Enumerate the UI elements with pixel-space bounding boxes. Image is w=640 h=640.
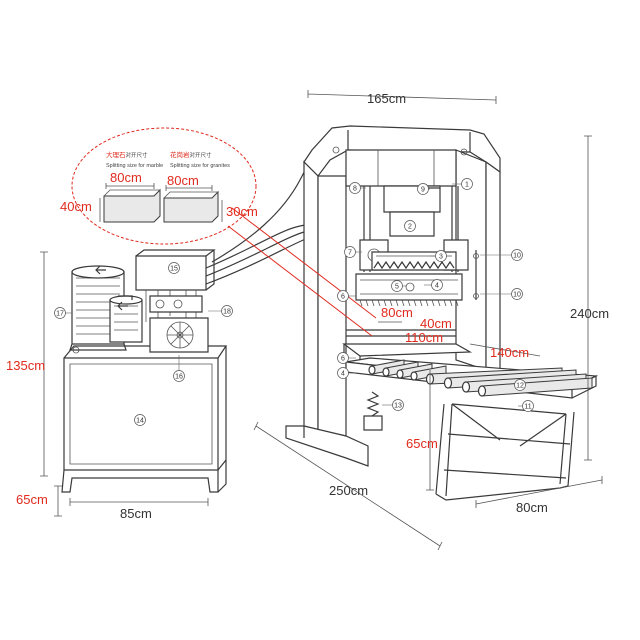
- dim-blade-width: 80cm: [381, 305, 413, 320]
- roller-table: [342, 343, 599, 501]
- granite-label: 花岗岩对开尺寸: [170, 150, 212, 159]
- part-circle: [514, 379, 526, 391]
- part-marker-18: 18: [208, 305, 233, 317]
- part-marker-11: 11: [518, 400, 534, 412]
- splitting-size-callout: 大理石对开尺寸 Splitting size for marble 花岗岩对开尺…: [60, 127, 377, 337]
- part-number: 8: [353, 186, 357, 193]
- part-circle: [431, 279, 443, 291]
- part-number: 18: [223, 309, 231, 316]
- granite-height: 30cm: [226, 204, 258, 219]
- part-circle: [417, 183, 429, 195]
- part-circle: [337, 367, 349, 379]
- part-number: 15: [170, 266, 178, 273]
- part-circle: [168, 262, 180, 274]
- part-marker-13: 13: [382, 399, 404, 411]
- part-number: 4: [341, 371, 345, 378]
- dim-blade-gap: 40cm: [420, 316, 452, 331]
- part-number: 10: [513, 253, 521, 260]
- part-circle: [134, 414, 146, 426]
- part-number: 6: [341, 294, 345, 301]
- part-marker-10: 10: [480, 288, 523, 300]
- part-marker-10: 10: [480, 249, 523, 261]
- dim-table-length: 140cm: [490, 345, 529, 360]
- part-marker-1: 1: [452, 178, 473, 190]
- dimension-lines: [40, 90, 603, 551]
- part-number: 13: [394, 403, 402, 410]
- part-marker-9: 9: [417, 183, 430, 195]
- part-number: 11: [524, 404, 531, 411]
- part-circle: [522, 400, 534, 412]
- part-circle: [391, 280, 403, 292]
- dim-frame-depth: 250cm: [329, 483, 368, 498]
- part-number: 9: [421, 187, 425, 194]
- part-marker-12: 12: [514, 379, 526, 391]
- part-marker-2: 2: [404, 220, 416, 232]
- part-circle: [221, 305, 233, 317]
- dim-unit-width: 85cm: [120, 506, 152, 521]
- part-marker-16: 16: [173, 355, 185, 382]
- granite-label-en: Splitting size for granites: [170, 163, 230, 169]
- part-marker-4: 4: [337, 367, 356, 379]
- part-circle: [54, 307, 66, 319]
- part-marker-6: 6: [337, 352, 356, 364]
- part-number: 14: [136, 418, 144, 425]
- part-circle: [337, 290, 349, 302]
- part-marker-14: 14: [134, 414, 146, 426]
- marble-width: 80cm: [110, 170, 142, 185]
- part-marker-17: 17: [54, 307, 72, 319]
- part-circle: [511, 288, 523, 300]
- granite-width: 80cm: [167, 173, 199, 188]
- part-number: 3: [439, 254, 443, 261]
- dim-top-width: 165cm: [367, 91, 406, 106]
- dim-conveyor-width: 80cm: [516, 500, 548, 515]
- part-circle: [461, 178, 473, 190]
- dim-blade-opening: 110cm: [405, 330, 443, 345]
- marble-label: 大理石对开尺寸: [106, 150, 148, 159]
- part-number: 1: [465, 182, 469, 189]
- part-number: 16: [175, 374, 183, 381]
- dim-conveyor-height: 65cm: [406, 436, 438, 451]
- part-number: 12: [516, 383, 524, 390]
- part-marker-3: 3: [430, 250, 447, 262]
- dim-unit-height: 135cm: [6, 358, 45, 373]
- part-circle: [435, 250, 447, 262]
- part-marker-5: 5: [391, 280, 406, 292]
- part-circle: [337, 352, 349, 364]
- part-marker-6: 6: [337, 290, 356, 302]
- rollers: [368, 359, 593, 397]
- part-circle: [344, 246, 356, 258]
- marble-height: 40cm: [60, 199, 92, 214]
- part-marker-8: 8: [349, 182, 366, 194]
- dim-unit-base: 65cm: [16, 492, 48, 507]
- dim-height-right: 240cm: [570, 306, 609, 321]
- part-number: 5: [395, 284, 399, 291]
- part-circle: [173, 370, 185, 382]
- part-marker-4: 4: [424, 279, 443, 291]
- part-marker-15: 15: [168, 262, 180, 274]
- part-marker-7: 7: [344, 246, 362, 258]
- part-circle: [511, 249, 523, 261]
- part-circle: [392, 399, 404, 411]
- part-number: 17: [56, 311, 64, 318]
- press-frame: [285, 125, 501, 467]
- part-circle: [404, 220, 416, 232]
- hydraulic-power-unit: [61, 249, 228, 493]
- part-number: 2: [408, 224, 412, 231]
- part-number: 4: [435, 283, 439, 290]
- marble-label-en: Splitting size for marble: [106, 163, 163, 169]
- marble-block: [103, 188, 161, 223]
- part-number: 7: [348, 250, 352, 257]
- granite-block: [163, 190, 219, 223]
- part-circle: [349, 182, 361, 194]
- part-number: 6: [341, 356, 345, 363]
- part-number: 10: [513, 292, 521, 299]
